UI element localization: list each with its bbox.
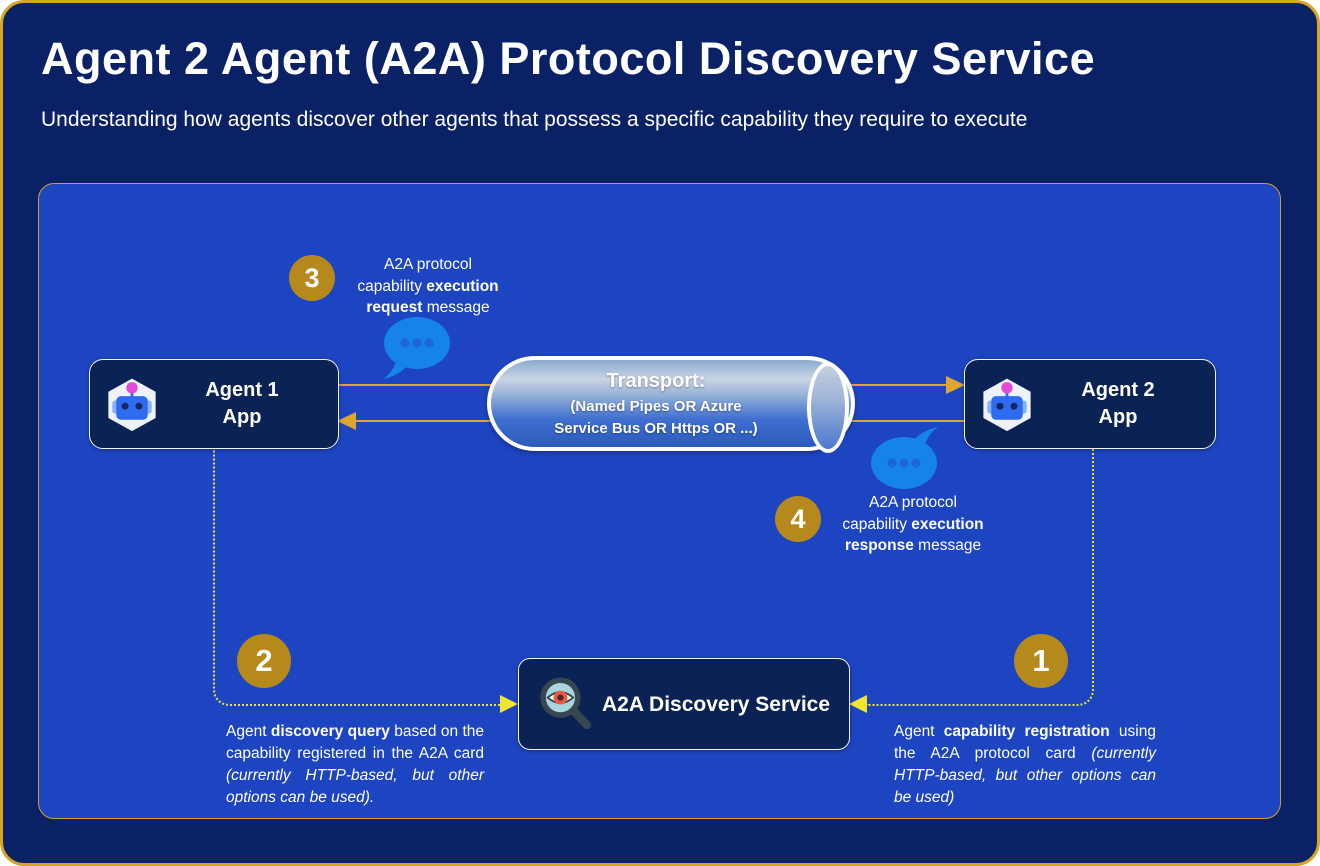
transport-title: Transport: — [606, 370, 706, 392]
transport-line3: Service Bus OR Https OR ...) — [554, 420, 758, 437]
transport-text: Transport: (Named Pipes OR Azure Service… — [487, 356, 855, 451]
agent2-label: Agent 2 App — [1081, 379, 1155, 428]
step-badge-2: 2 — [237, 634, 291, 688]
dotted-connector-agent2-discovery — [867, 447, 1094, 706]
step-badge-1: 1 — [1014, 634, 1068, 688]
discovery-label: A2A Discovery Service — [601, 692, 831, 716]
diagram-panel: Transport: (Named Pipes OR Azure Service… — [38, 183, 1281, 819]
robot-icon — [108, 378, 156, 432]
arrowhead-left-icon — [337, 412, 356, 430]
magnifier-eye-icon — [540, 677, 592, 730]
step-1-text: Agent capability registration using the … — [894, 723, 1156, 806]
step-badge-4: 4 — [775, 496, 821, 542]
discovery-service-box: A2A Discovery Service — [518, 658, 850, 750]
speech-bubble-icon — [871, 427, 938, 489]
transport-cylinder: Transport: (Named Pipes OR Azure Service… — [487, 356, 855, 453]
transport-line2: (Named Pipes OR Azure — [570, 398, 742, 415]
agent2-box: Agent 2 App — [964, 359, 1216, 449]
agent1-box: Agent 1 App — [89, 359, 339, 449]
step-badge-3: 3 — [289, 255, 335, 301]
robot-icon — [983, 378, 1031, 432]
agent1-label: Agent 1 App — [205, 379, 279, 428]
arrowhead-right-icon — [946, 376, 965, 394]
cylinder-body — [487, 356, 855, 451]
cylinder-end-cap — [807, 362, 849, 453]
speech-bubble-icon — [383, 317, 450, 379]
page-subtitle: Understanding how agents discover other … — [41, 108, 1028, 131]
dotted-connector-agent1-discovery — [213, 447, 502, 706]
arrowhead-right-yellow-icon — [500, 695, 518, 713]
arrowhead-left-yellow-icon — [849, 695, 867, 713]
step-2-text: Agent discovery query based on the capab… — [226, 723, 484, 806]
page-title: Agent 2 Agent (A2A) Protocol Discovery S… — [41, 33, 1096, 84]
